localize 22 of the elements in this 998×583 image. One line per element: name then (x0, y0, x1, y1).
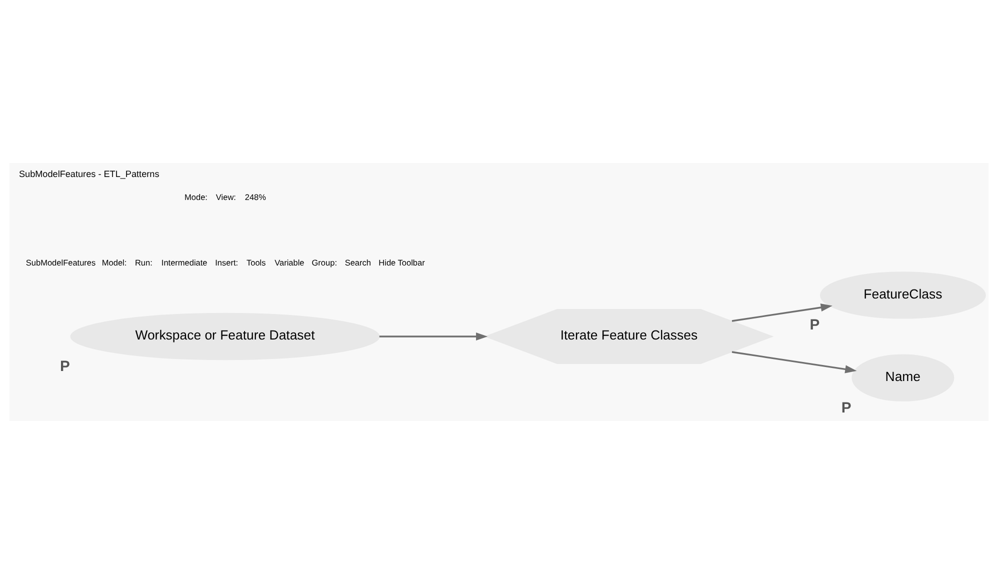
label: Search (344, 258, 371, 267)
label: Intermediate (161, 258, 208, 267)
label: 248% (244, 192, 266, 202)
arrow (379, 332, 488, 340)
node-label: P (60, 358, 70, 374)
node-ellipse: Workspace or Feature Dataset (70, 312, 380, 360)
arrow (732, 302, 832, 322)
label: Mode: (184, 192, 208, 202)
label: Run: (134, 258, 152, 267)
label: Insert: (215, 258, 238, 267)
node-label: P (841, 400, 852, 416)
arrow (732, 350, 857, 373)
label: View: (216, 192, 236, 202)
node-ellipse: Name (852, 354, 954, 401)
label: Variable (274, 258, 304, 267)
node-label: P (810, 317, 820, 334)
label: SubModelFeatures (26, 258, 96, 267)
diagram-title: SubModelFeatures - ETL_Patterns (18, 168, 160, 178)
label: Hide Toolbar (378, 258, 425, 267)
label: Tools (246, 258, 266, 267)
label: Model: (102, 258, 127, 267)
label: Group: (312, 258, 338, 267)
